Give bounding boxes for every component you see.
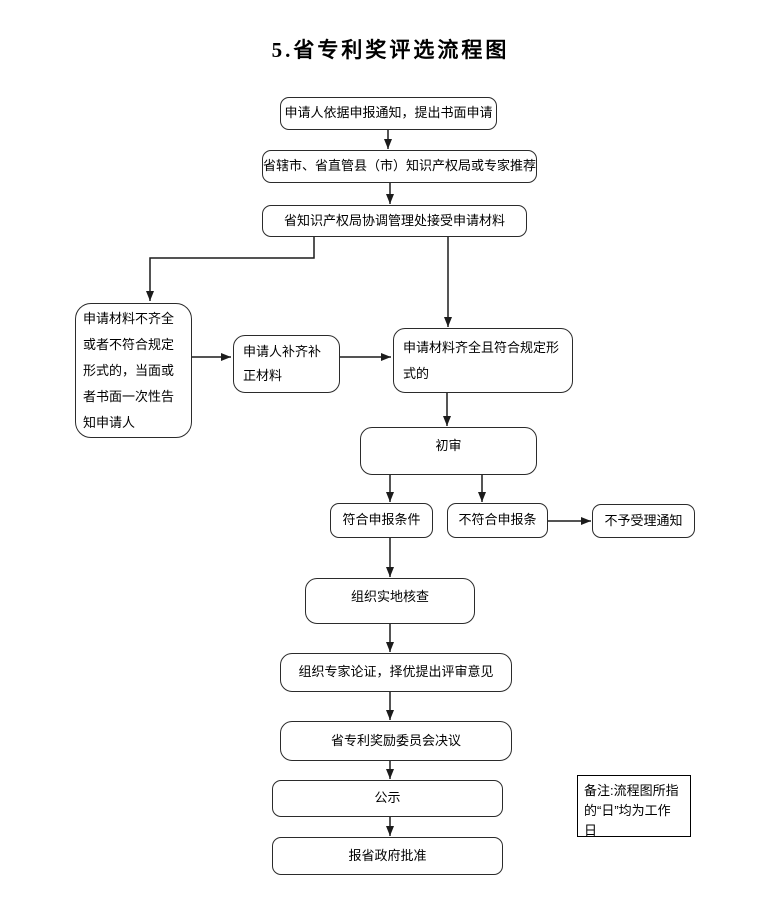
node-meets-conditions: 符合申报条件	[330, 503, 433, 538]
page-title: 5.省专利奖评选流程图	[271, 38, 510, 62]
node-preliminary-review: 初审	[360, 427, 537, 475]
node-government-approval: 报省政府批准	[272, 837, 503, 875]
node-committee-decision: 省专利奖励委员会决议	[280, 721, 512, 761]
note-line: 备注:流程图所指	[584, 783, 679, 798]
node-accept: 省知识产权局协调管理处接受申请材料	[262, 205, 527, 237]
node-apply: 申请人依据申报通知，提出书面申请	[280, 97, 497, 130]
connector-accept-to-incomplete	[146, 237, 315, 301]
node-not-meets-conditions: 不符合申报条	[447, 503, 548, 538]
node-recommend: 省辖市、省直管县（市）知识产权局或专家推荐	[262, 150, 537, 183]
node-incomplete-notice: 申请材料不齐全或者不符合规定形式的，当面或者书面一次性告知申请人	[75, 303, 192, 438]
node-publicity: 公示	[272, 780, 503, 817]
note-line: 日	[584, 823, 598, 838]
node-supplement: 申请人补齐补正材料	[233, 335, 340, 393]
node-site-inspection: 组织实地核查	[305, 578, 475, 624]
note-box: 备注:流程图所指 的“日”均为工作 日	[577, 775, 691, 838]
note-line: 的“日”均为工作	[584, 803, 671, 818]
node-rejection-notice: 不予受理通知	[592, 504, 695, 538]
node-expert-review: 组织专家论证，择优提出评审意见	[280, 653, 512, 692]
node-complete: 申请材料齐全且符合规定形式的	[393, 328, 573, 393]
